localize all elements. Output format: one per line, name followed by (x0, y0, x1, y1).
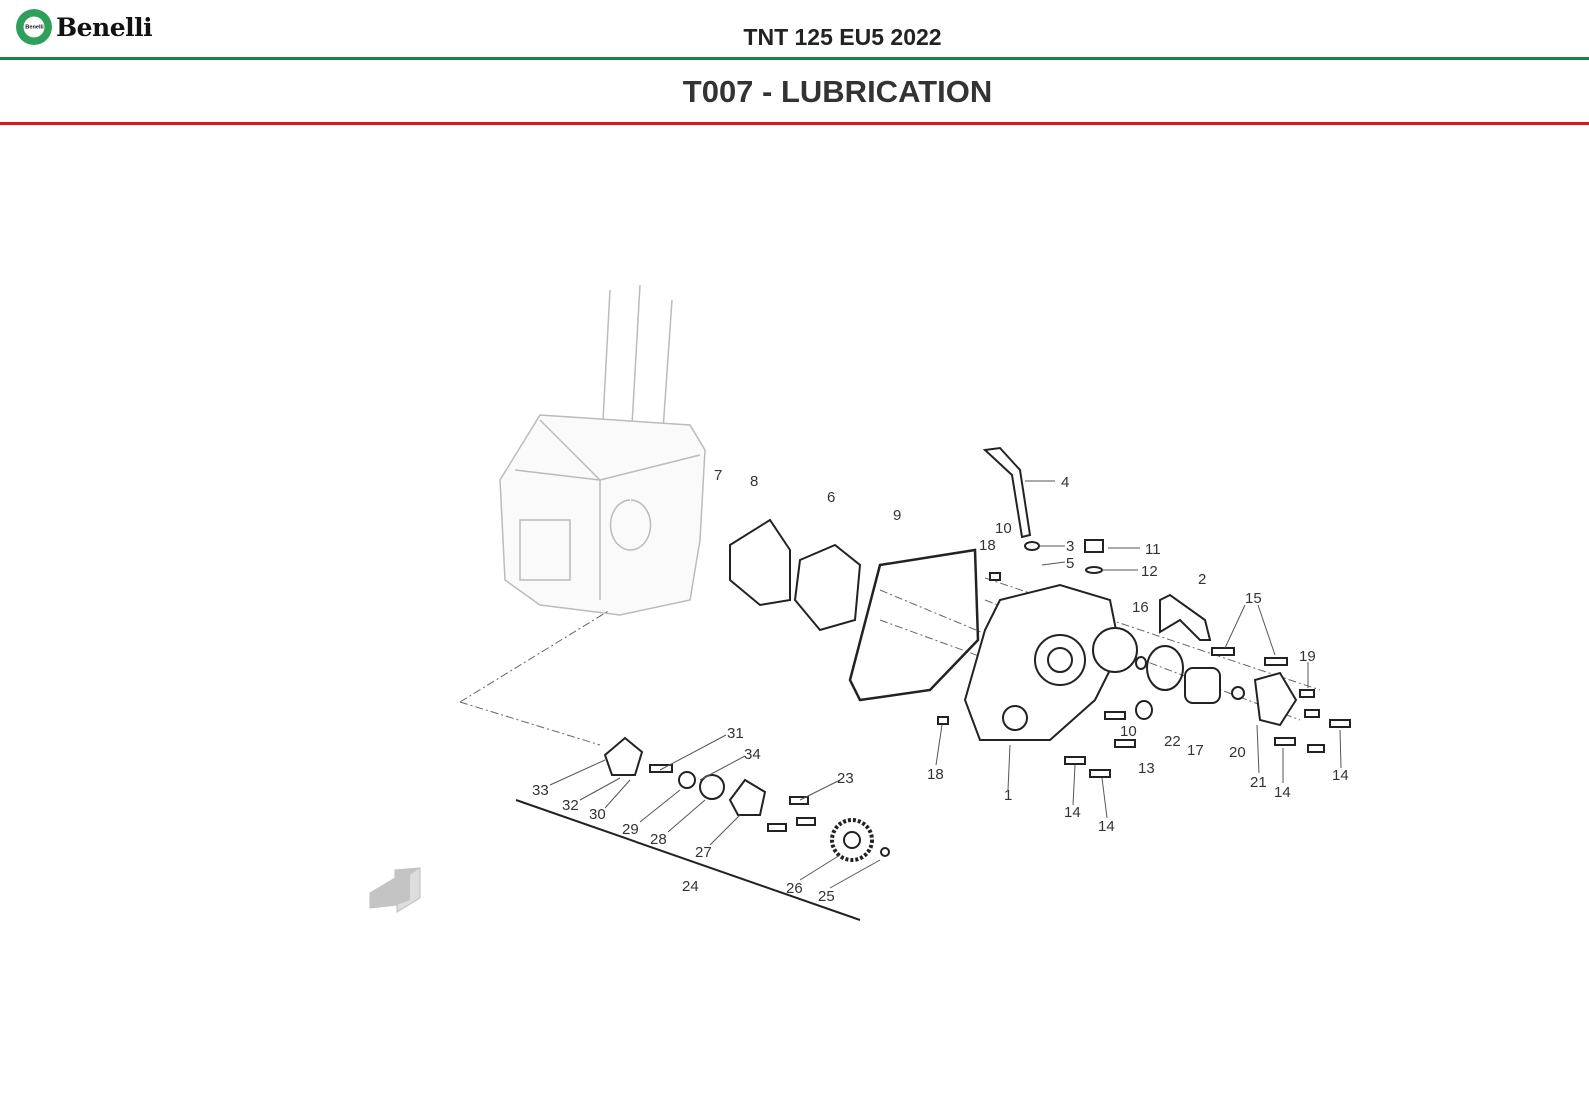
callout: 31 (727, 725, 744, 742)
callout: 14 (1332, 767, 1349, 784)
callout: 10 (995, 520, 1012, 537)
callout: 27 (695, 844, 712, 861)
callout: 4 (1061, 474, 1069, 491)
callout: 29 (622, 821, 639, 838)
callout: 16 (1132, 599, 1149, 616)
callout: 6 (827, 489, 835, 506)
part-17-filter (1184, 667, 1221, 704)
page-title: T007 - LUBRICATION (682, 74, 993, 109)
brand-name: Benelli (56, 12, 153, 42)
callout: 12 (1141, 563, 1158, 580)
callout: 15 (1245, 590, 1262, 607)
callout: 14 (1098, 818, 1115, 835)
callout: 8 (750, 473, 758, 490)
callout: 34 (744, 746, 761, 763)
engine-block (499, 284, 706, 616)
callout: 23 (837, 770, 854, 787)
callout-labels: 7 8 6 9 4 10 18 3 5 11 12 2 15 16 19 10 … (532, 467, 1349, 905)
callout: 20 (1229, 744, 1246, 761)
oil-pump-assembly (603, 736, 890, 862)
callout: 21 (1250, 774, 1267, 791)
callout: 28 (650, 831, 667, 848)
callout: 25 (818, 888, 835, 905)
callout: 19 (1299, 648, 1316, 665)
callout: 13 (1138, 760, 1155, 777)
callout: 18 (927, 766, 944, 783)
model-title: TNT 125 EU5 2022 (743, 24, 942, 50)
callout: 3 (1066, 538, 1074, 555)
green-divider (0, 57, 1589, 60)
callout: 14 (1274, 784, 1291, 801)
callout: 2 (1198, 571, 1206, 588)
brand-logo: Benelli Benelli (16, 9, 153, 45)
callout: 22 (1164, 733, 1181, 750)
callout: 10 (1120, 723, 1137, 740)
part-9-gasket (848, 548, 980, 702)
part-8 (729, 518, 791, 607)
logo-badge: Benelli (16, 9, 52, 45)
part-21 (1253, 671, 1298, 727)
bracket-24 (515, 799, 861, 921)
arrow-back-icon[interactable] (369, 867, 421, 913)
callout: 1 (1004, 787, 1012, 804)
callout: 33 (532, 782, 549, 799)
callout: 32 (562, 797, 579, 814)
callout: 18 (979, 537, 996, 554)
callout: 11 (1145, 541, 1161, 558)
callout: 14 (1064, 804, 1081, 821)
red-divider (0, 122, 1589, 125)
callout: 26 (786, 880, 803, 897)
part-6 (793, 543, 862, 632)
callout: 7 (714, 467, 722, 484)
callout: 17 (1187, 742, 1204, 759)
part-4 (982, 446, 1032, 539)
callout: 5 (1066, 555, 1074, 572)
part-2 (1159, 593, 1212, 641)
callout: 9 (893, 507, 901, 524)
callout: 30 (589, 806, 606, 823)
callout: 24 (682, 878, 699, 895)
